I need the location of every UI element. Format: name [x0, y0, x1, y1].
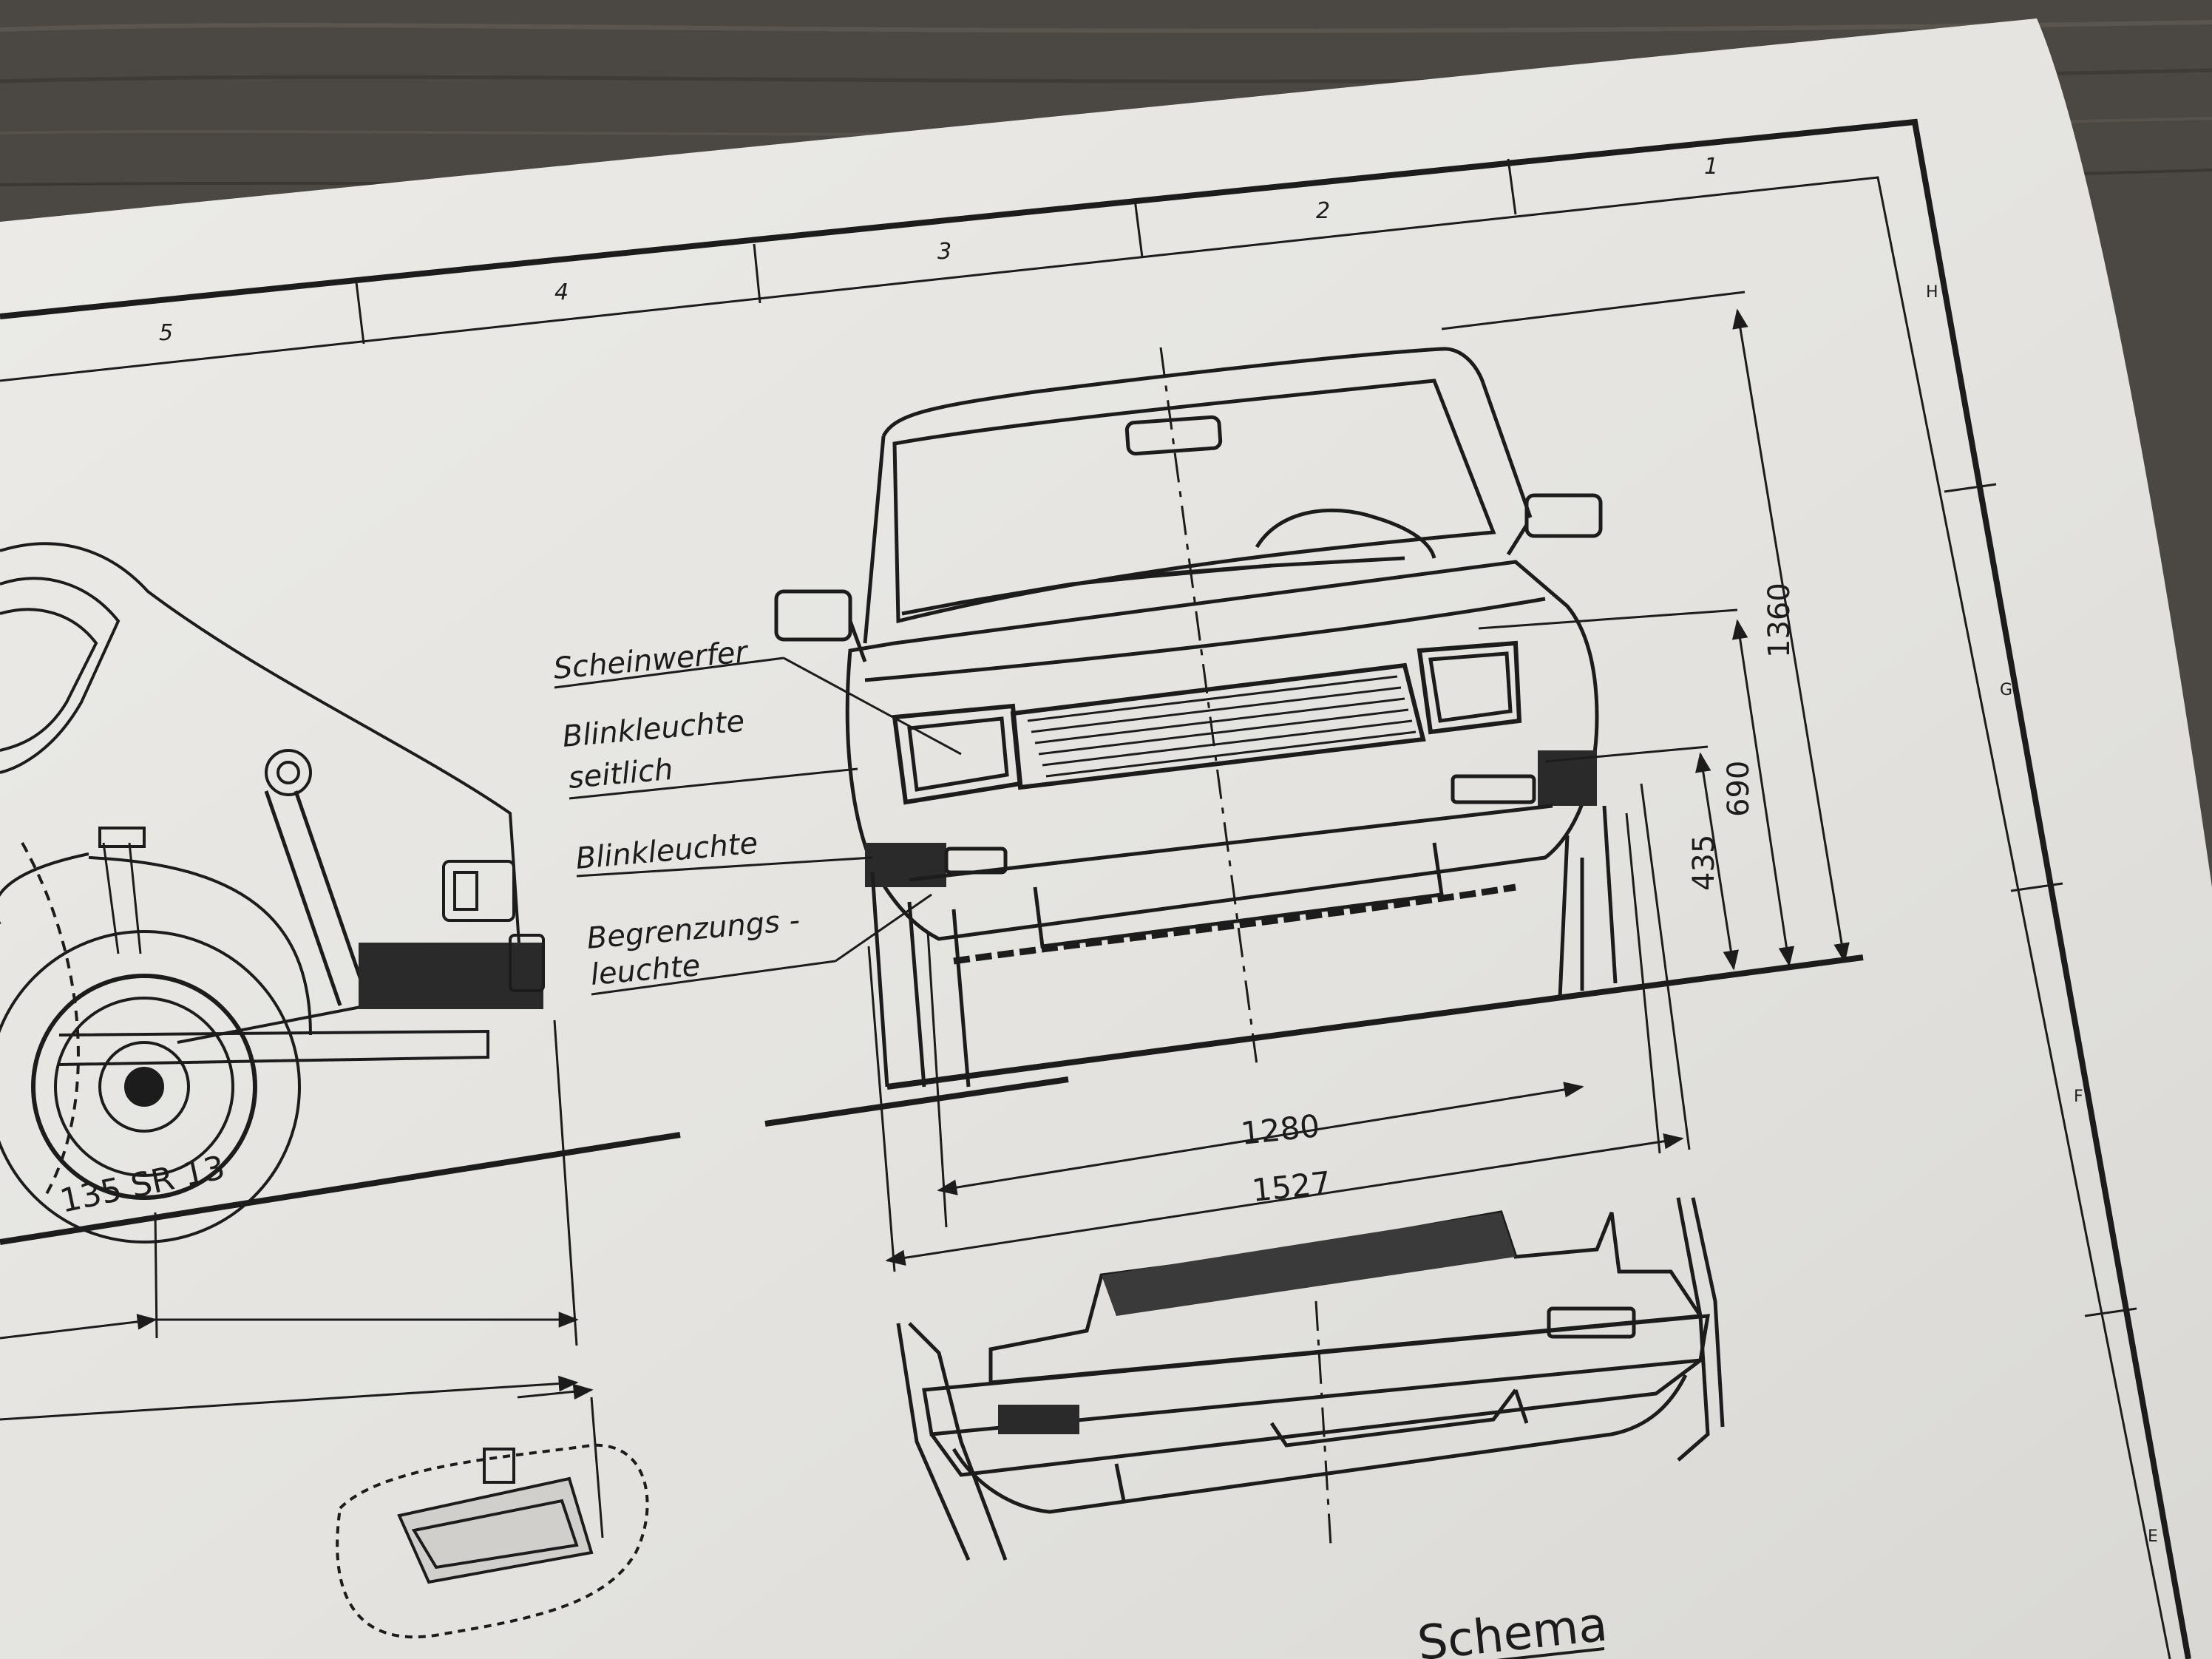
- rear-view-car-drawing: [896, 1197, 1725, 1561]
- detail-sketch: [336, 1383, 649, 1639]
- paper-sheet: [0, 18, 2212, 1659]
- column-number-5: 5: [159, 320, 173, 346]
- row-letter-g: G: [2000, 681, 2012, 699]
- column-number-3: 3: [937, 239, 951, 265]
- front-view-dimensions: [764, 291, 1864, 1272]
- column-number-2: 2: [1316, 198, 1330, 224]
- side-view-car-drawing: [0, 542, 545, 1244]
- grid-labels: 5 4 3 2 1 H G F E: [159, 154, 2158, 1546]
- column-number-1: 1: [1704, 154, 1718, 180]
- dimension-headlamp-height: 690: [1722, 761, 1756, 817]
- dimension-indicator-height: 435: [1687, 835, 1721, 891]
- dimension-overall-width: 1527: [1250, 1164, 1332, 1209]
- drawing-frame: [0, 118, 2191, 1659]
- dimension-track-width: 1280: [1239, 1107, 1321, 1152]
- row-letter-f: F: [2074, 1088, 2083, 1106]
- side-view-dimensions: [0, 1020, 681, 1421]
- callout-leaders: [554, 657, 962, 996]
- dimension-overall-height: 1360: [1763, 583, 1797, 658]
- row-letter-e: E: [2148, 1527, 2158, 1546]
- front-view-car-drawing: [774, 347, 1618, 1088]
- row-letter-h: H: [1926, 283, 1938, 302]
- column-number-4: 4: [554, 279, 569, 305]
